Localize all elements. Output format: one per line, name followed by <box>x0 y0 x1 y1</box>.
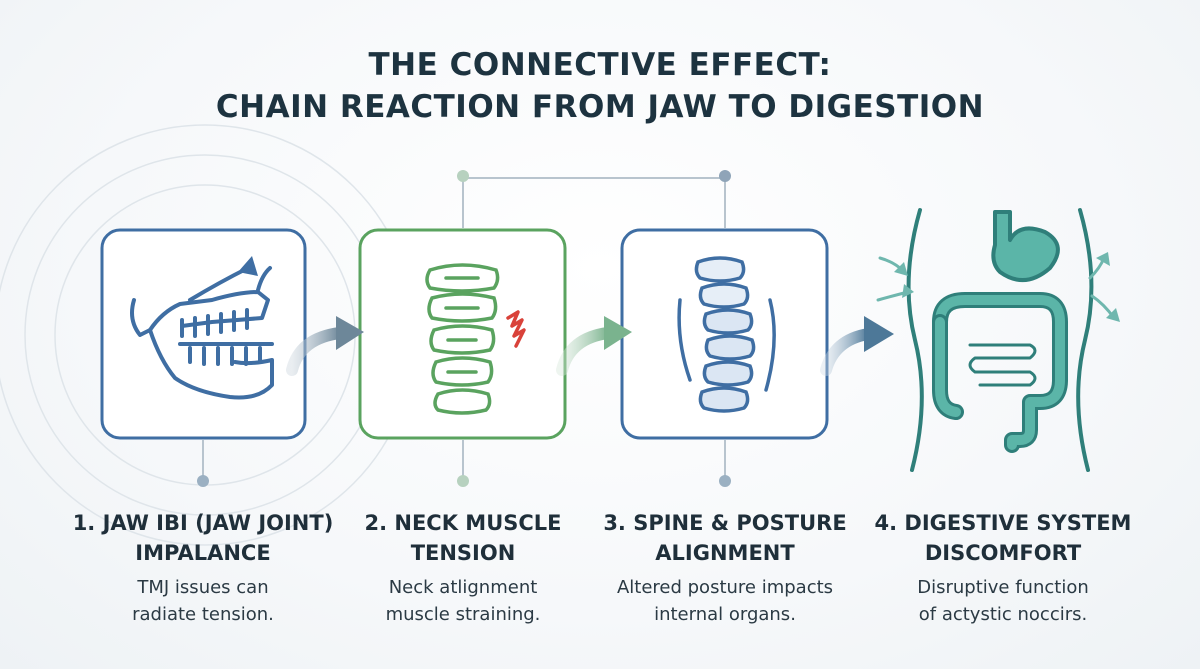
flow-arrow-1 <box>286 316 364 376</box>
jaw-icon <box>130 256 274 400</box>
step-3-title-line-2: ALIGNMENT <box>655 541 795 565</box>
step-2-title-line-2: TENSION <box>410 541 516 565</box>
top-connector <box>457 170 731 228</box>
step-2-desc-line-2: muscle straining. <box>385 604 541 625</box>
flow-arrow-2 <box>556 316 632 376</box>
title-line-1: THE CONNECTIVE EFFECT: <box>368 47 832 83</box>
cervical-vertebrae-icon <box>425 263 500 415</box>
digestive-system-icon <box>906 208 1094 472</box>
step-3-title-line-1: 3. SPINE & POSTURE <box>603 511 847 535</box>
step-2-desc-line-1: Neck atlignment <box>388 577 538 598</box>
step-4-desc-line-2: of actystic noccirs. <box>918 604 1088 625</box>
pressure-arrows <box>876 252 1120 322</box>
step-4-desc-line-1: Disruptive function <box>917 577 1089 598</box>
step-3-desc-line-1: Altered posture impacts <box>616 577 834 598</box>
step-1-title-line-2: IMPALANCE <box>135 541 271 565</box>
step-1-title-line-1: 1. JAW IBI (JAW JOINT) <box>72 511 334 535</box>
flow-arrow-3 <box>820 316 894 376</box>
step-4-title-line-1: 4. DIGESTIVE SYSTEM <box>874 511 1132 535</box>
title-line-2: CHAIN REACTION FROM JAW TO DIGESTION <box>215 89 985 125</box>
step-1-desc-line-1: TMJ issues can <box>137 577 269 598</box>
tension-zigzag-icon <box>506 310 526 348</box>
step-4-title-line-2: DISCOMFORT <box>924 541 1082 565</box>
step-2-title-line-1: 2. NECK MUSCLE <box>364 511 562 535</box>
bottom-connectors <box>197 440 731 487</box>
step-box-1 <box>100 228 307 440</box>
step-3-desc-line-2: internal organs. <box>654 604 796 625</box>
step-box-2 <box>358 228 567 440</box>
step-1-desc-line-2: radiate tension. <box>132 604 274 625</box>
spine-icon <box>677 256 776 413</box>
